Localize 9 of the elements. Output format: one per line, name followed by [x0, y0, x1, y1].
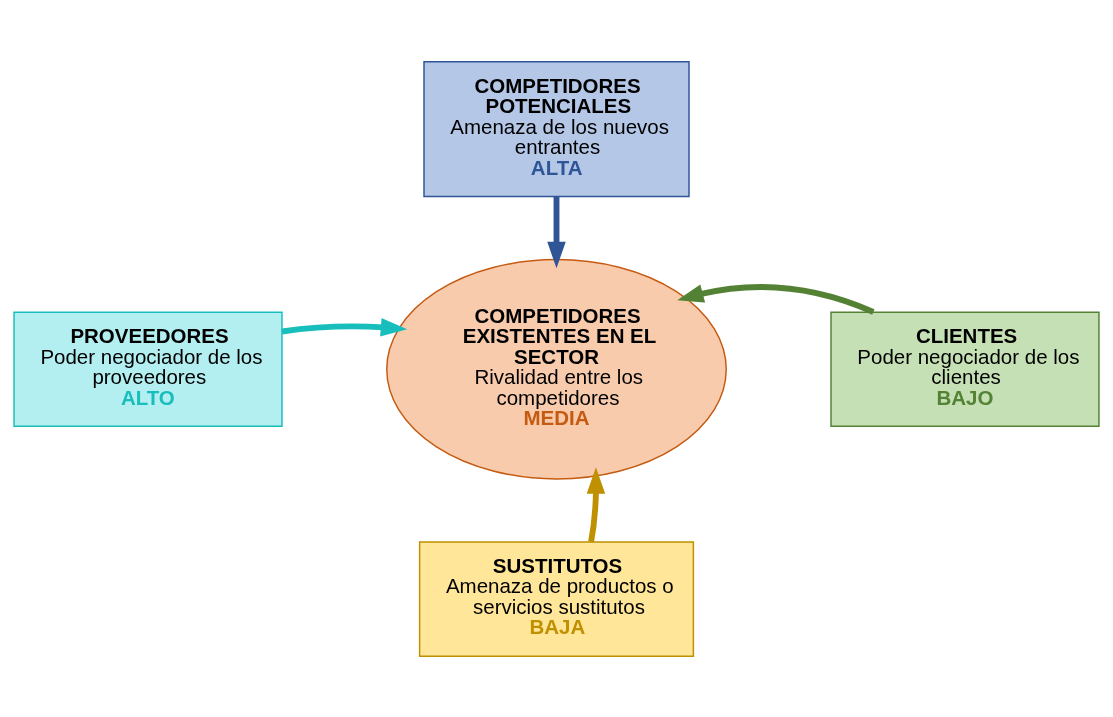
arrow — [586, 466, 606, 542]
node-box: SUSTITUTOS Amenaza de productos o servicios sustitutos BAJA — [418, 540, 695, 657]
node-box: COMPETIDORES POTENCIALES Amenaza de los nuevos entrantes ALTA — [423, 60, 690, 197]
arrow — [677, 283, 875, 315]
arrow — [281, 317, 408, 336]
arrow — [547, 196, 566, 268]
node-ellipse: COMPETIDORES EXISTENTES EN EL SECTOR Rivalidad entre los competidores MEDIA — [386, 258, 727, 480]
node-box: CLIENTES Poder negociador de los clientes BAJO — [830, 310, 1100, 427]
node-box: PROVEEDORES Poder negociador de los proveedores ALTO — [13, 310, 283, 427]
